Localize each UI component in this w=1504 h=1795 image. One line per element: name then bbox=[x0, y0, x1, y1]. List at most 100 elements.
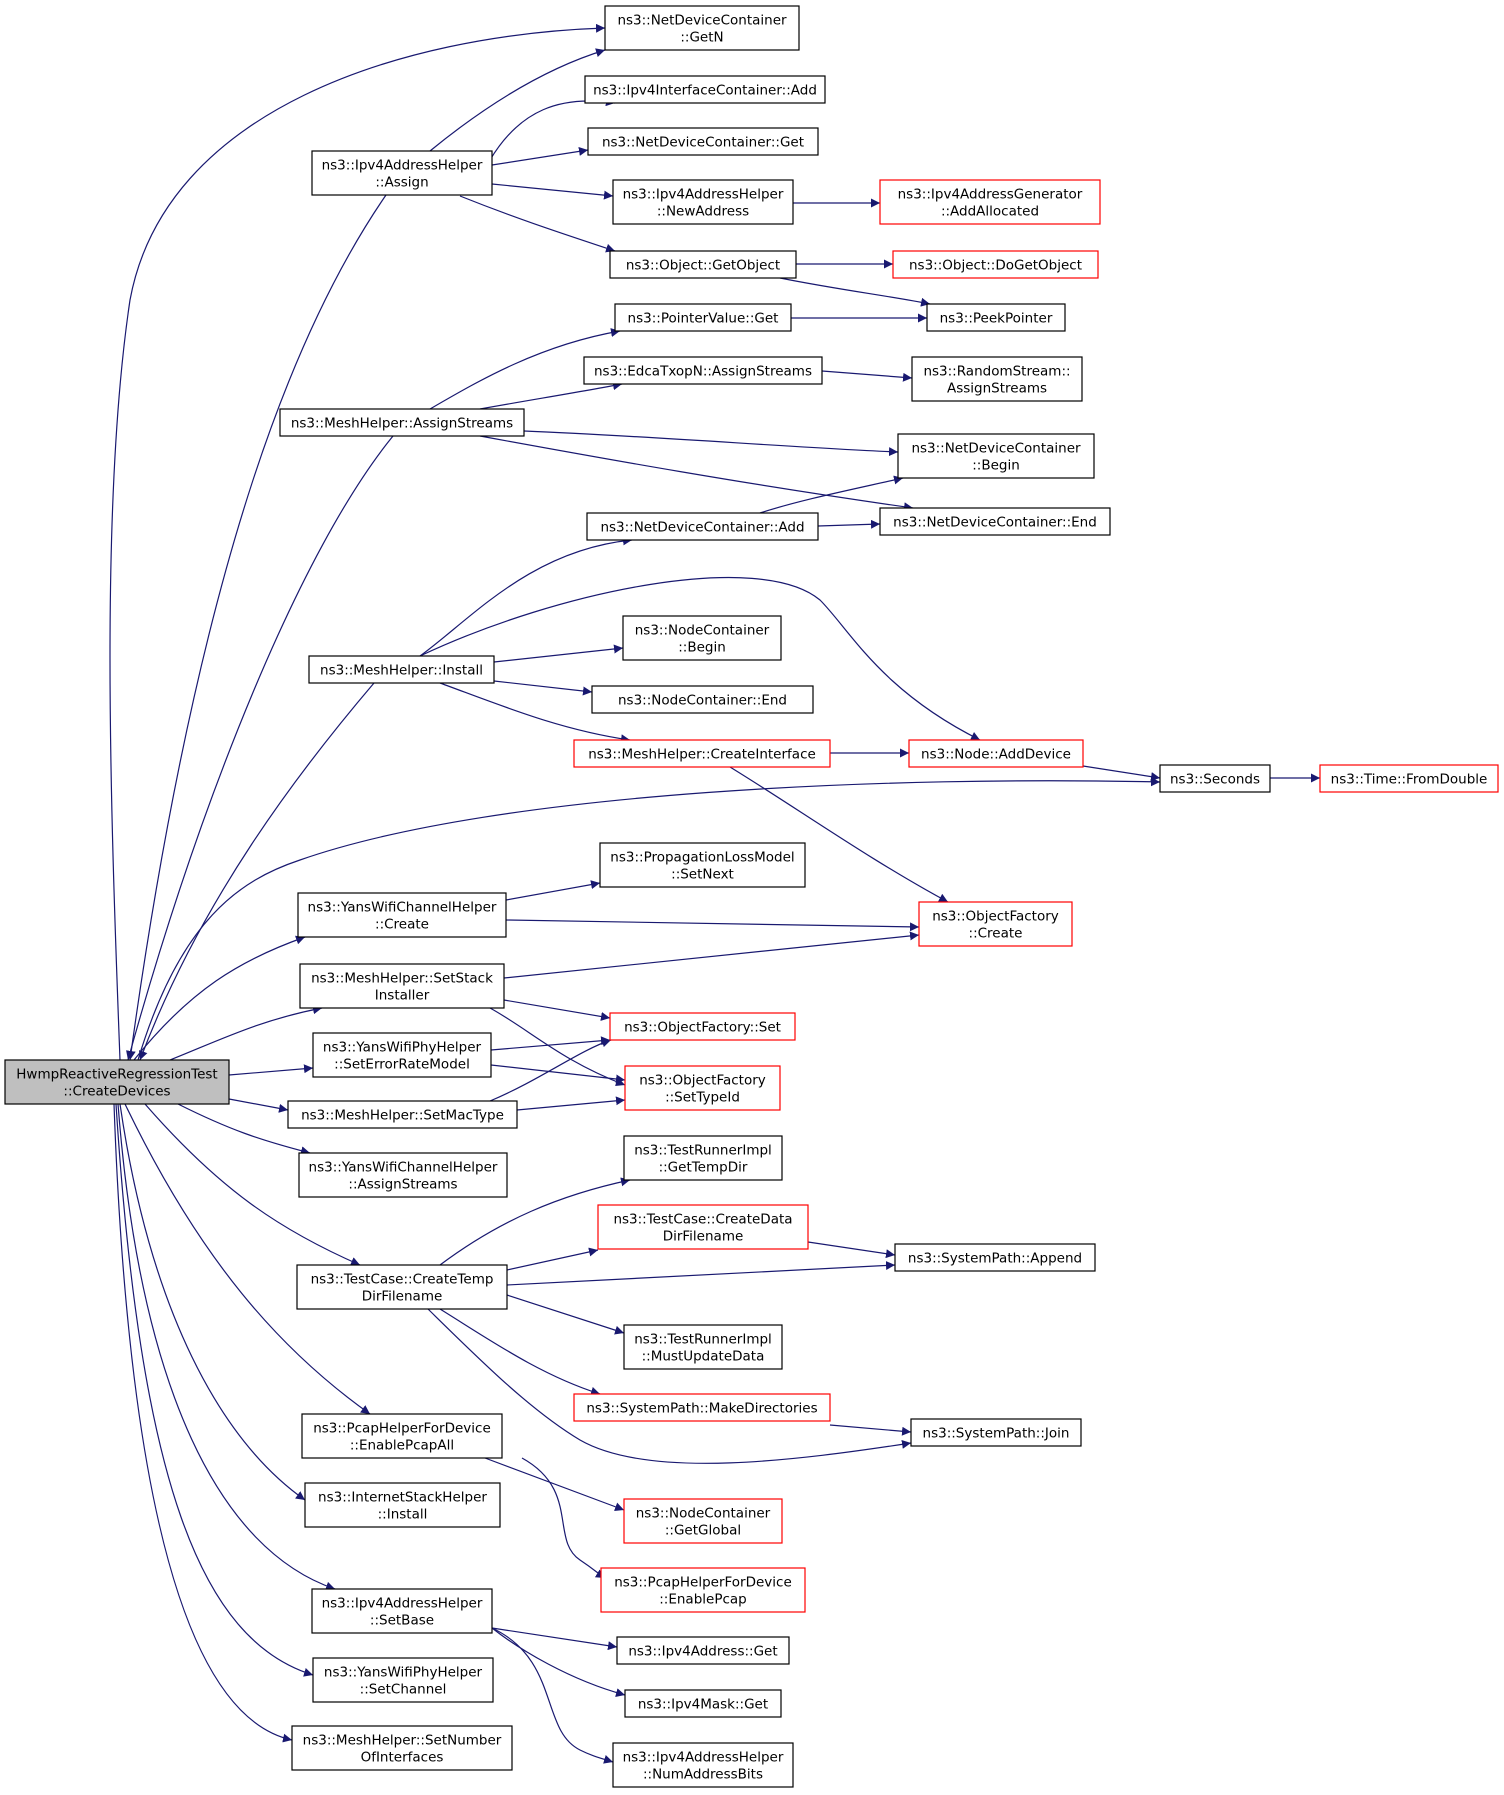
node-label: DirFilename bbox=[362, 1289, 443, 1305]
node-ywph-setchannel[interactable]: ns3::YansWifiPhyHelper::SetChannel bbox=[312, 1657, 494, 1703]
node-mh-assignstreams[interactable]: ns3::MeshHelper::AssignStreams bbox=[279, 408, 525, 437]
node-label: ns3::PointerValue::Get bbox=[628, 311, 779, 327]
call-arrow bbox=[521, 1457, 606, 1579]
node-ipv4mask-get[interactable]: ns3::Ipv4Mask::Get bbox=[624, 1689, 782, 1718]
node-label: ns3::YansWifiPhyHelper bbox=[324, 1665, 483, 1681]
node-ipv4addr-get[interactable]: ns3::Ipv4Address::Get bbox=[616, 1636, 790, 1665]
node-sp-join[interactable]: ns3::SystemPath::Join bbox=[910, 1418, 1082, 1447]
node-label: ::Create bbox=[375, 917, 429, 933]
node-obj-getobject[interactable]: ns3::Object::GetObject bbox=[609, 250, 797, 279]
call-edge bbox=[489, 1007, 626, 1086]
call-edge bbox=[506, 1294, 625, 1335]
node-ndc-begin[interactable]: ns3::NetDeviceContainer::Begin bbox=[897, 433, 1095, 479]
node-of-set[interactable]: ns3::ObjectFactory::Set bbox=[609, 1012, 796, 1041]
call-arrow bbox=[491, 1627, 618, 1651]
call-edge bbox=[126, 435, 394, 1061]
call-arrow bbox=[115, 1103, 314, 1677]
node-ipv4ah-setbase[interactable]: ns3::Ipv4AddressHelper::SetBase bbox=[311, 1588, 493, 1634]
node-time-fromdouble[interactable]: ns3::Time::FromDouble bbox=[1319, 764, 1499, 793]
call-edge bbox=[109, 23, 606, 1061]
call-arrow bbox=[439, 1177, 631, 1266]
node-label: ::SetBase bbox=[370, 1613, 434, 1629]
node-label: ns3::InternetStackHelper bbox=[318, 1490, 487, 1506]
node-ipv4ah-newaddr[interactable]: ns3::Ipv4AddressHelper::NewAddress bbox=[612, 179, 794, 225]
node-ywch-assign[interactable]: ns3::YansWifiChannelHelper::AssignStream… bbox=[298, 1152, 508, 1198]
node-ish-install[interactable]: ns3::InternetStackHelper::Install bbox=[304, 1482, 501, 1528]
node-nc-begin[interactable]: ns3::NodeContainer::Begin bbox=[622, 615, 782, 661]
call-arrow bbox=[817, 519, 881, 529]
node-box bbox=[299, 963, 505, 1009]
node-edca-assign[interactable]: ns3::EdcaTxopN::AssignStreams bbox=[583, 356, 823, 385]
node-label: ns3::NodeContainer bbox=[636, 1506, 771, 1522]
node-label: ::Begin bbox=[678, 640, 726, 656]
call-edge bbox=[429, 48, 606, 152]
node-nc-end[interactable]: ns3::NodeContainer::End bbox=[591, 685, 814, 714]
node-ipv4ah-numbits[interactable]: ns3::Ipv4AddressHelper::NumAddressBits bbox=[612, 1742, 794, 1788]
call-arrow bbox=[459, 195, 616, 253]
node-tri-mustupdate[interactable]: ns3::TestRunnerImpl::MustUpdateData bbox=[623, 1324, 783, 1370]
node-label: ns3::NetDeviceContainer bbox=[617, 13, 787, 29]
call-arrow bbox=[113, 1103, 293, 1743]
node-box bbox=[612, 1742, 794, 1788]
call-edge bbox=[516, 1096, 626, 1111]
node-sp-makedirs[interactable]: ns3::SystemPath::MakeDirectories bbox=[573, 1393, 831, 1422]
node-label: ::EnablePcap bbox=[659, 1592, 747, 1608]
node-ndc-get[interactable]: ns3::NetDeviceContainer::Get bbox=[587, 127, 819, 156]
call-edge bbox=[505, 919, 920, 932]
node-rs-assign[interactable]: ns3::RandomStream::AssignStreams bbox=[911, 356, 1083, 402]
call-arrow bbox=[490, 1064, 626, 1084]
node-ywph-seterm[interactable]: ns3::YansWifiPhyHelper::SetErrorRateMode… bbox=[312, 1032, 492, 1078]
node-ndc-end[interactable]: ns3::NetDeviceContainer::End bbox=[879, 507, 1111, 536]
node-box bbox=[612, 179, 794, 225]
call-edge bbox=[484, 1457, 625, 1512]
node-label: ns3::MeshHelper::AssignStreams bbox=[291, 416, 513, 432]
call-arrow bbox=[484, 1457, 625, 1512]
node-label: ns3::Ipv4Address::Get bbox=[628, 1644, 777, 1660]
node-box bbox=[4, 1059, 230, 1105]
node-mh-setmactype[interactable]: ns3::MeshHelper::SetMacType bbox=[287, 1100, 518, 1129]
call-edge bbox=[521, 1457, 606, 1579]
node-label: ::Install bbox=[378, 1507, 428, 1523]
node-label: ns3::Node::AddDevice bbox=[921, 747, 1071, 763]
node-label: ns3::NetDeviceContainer::Add bbox=[600, 520, 804, 536]
node-ipv4ah-assign[interactable]: ns3::Ipv4AddressHelper::Assign bbox=[311, 150, 493, 196]
node-label: ns3::PeekPointer bbox=[940, 311, 1053, 327]
node-ndc-add[interactable]: ns3::NetDeviceContainer::Add bbox=[586, 512, 819, 541]
node-ipv4ic-add[interactable]: ns3::Ipv4InterfaceContainer::Add bbox=[584, 75, 826, 104]
node-label: ns3::NetDeviceContainer bbox=[911, 441, 1081, 457]
node-peekpointer[interactable]: ns3::PeekPointer bbox=[926, 303, 1066, 332]
node-box bbox=[298, 1152, 508, 1198]
node-pv-get[interactable]: ns3::PointerValue::Get bbox=[614, 303, 792, 332]
call-edge bbox=[479, 381, 623, 410]
node-ndc-getn[interactable]: ns3::NetDeviceContainer::GetN bbox=[604, 5, 800, 51]
node-obj-dogetobject[interactable]: ns3::Object::DoGetObject bbox=[892, 250, 1099, 279]
node-label: ns3::Time::FromDouble bbox=[1331, 772, 1488, 788]
node-ipv4ag-addalloc[interactable]: ns3::Ipv4AddressGenerator::AddAllocated bbox=[879, 179, 1101, 225]
node-node-adddevice[interactable]: ns3::Node::AddDevice bbox=[908, 739, 1084, 768]
node-mh-install[interactable]: ns3::MeshHelper::Install bbox=[308, 655, 495, 684]
node-phfd-enable[interactable]: ns3::PcapHelperForDevice::EnablePcap bbox=[600, 1567, 806, 1613]
node-of-create[interactable]: ns3::ObjectFactory::Create bbox=[918, 901, 1073, 947]
node-nc-getglobal[interactable]: ns3::NodeContainer::GetGlobal bbox=[623, 1498, 783, 1544]
node-box bbox=[918, 901, 1073, 947]
node-label: ns3::TestRunnerImpl bbox=[634, 1143, 772, 1159]
call-edge bbox=[829, 1424, 912, 1436]
node-seconds[interactable]: ns3::Seconds bbox=[1159, 764, 1271, 793]
node-label: ns3::Ipv4AddressHelper bbox=[623, 187, 784, 203]
node-tri-gettempdir[interactable]: ns3::TestRunnerImpl::GetTempDir bbox=[623, 1135, 783, 1181]
node-sp-append[interactable]: ns3::SystemPath::Append bbox=[894, 1243, 1096, 1272]
node-phfd-enableall[interactable]: ns3::PcapHelperForDevice::EnablePcapAll bbox=[301, 1413, 503, 1459]
node-plm-setnext[interactable]: ns3::PropagationLossModel::SetNext bbox=[599, 842, 806, 888]
node-ywch-create[interactable]: ns3::YansWifiChannelHelper::Create bbox=[297, 892, 507, 938]
call-arrow bbox=[144, 1103, 361, 1266]
node-label: ns3::NodeContainer bbox=[635, 623, 770, 639]
call-edge bbox=[479, 435, 914, 512]
node-mh-createif[interactable]: ns3::MeshHelper::CreateInterface bbox=[573, 739, 831, 768]
node-of-settypeid[interactable]: ns3::ObjectFactory::SetTypeId bbox=[624, 1065, 781, 1111]
call-edge bbox=[503, 999, 611, 1021]
call-edges bbox=[109, 23, 1320, 1764]
